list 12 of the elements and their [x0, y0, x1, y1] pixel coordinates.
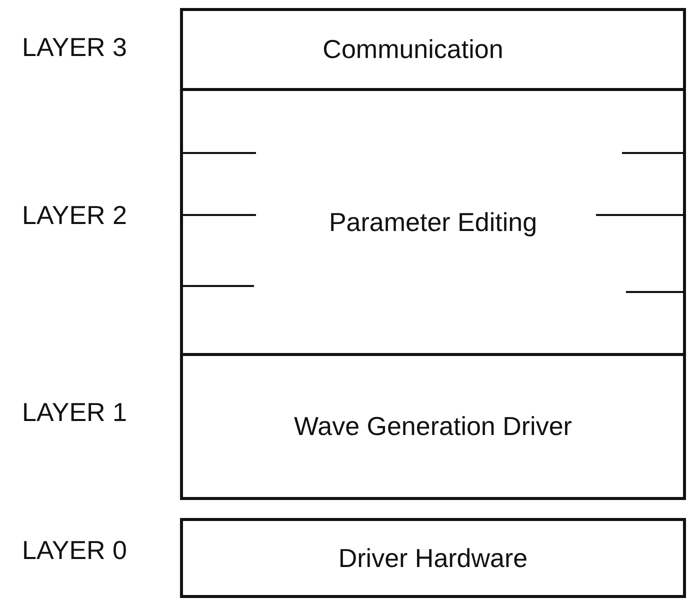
layer-title: Driver Hardware: [338, 542, 528, 574]
layer-label: LAYER 0: [22, 535, 128, 566]
layer-title: Wave Generation Driver: [294, 411, 572, 442]
layer-title: Communication: [322, 34, 504, 65]
layer-title: Parameter Editing: [328, 206, 538, 238]
layer-label: LAYER 2: [22, 200, 128, 231]
layer-box: [180, 8, 686, 91]
layer-label: LAYER 1: [22, 397, 128, 428]
layer-box: [180, 353, 686, 500]
layer-box: [180, 518, 686, 598]
layer-label: LAYER 3: [22, 32, 128, 63]
layer-box: [180, 88, 686, 356]
